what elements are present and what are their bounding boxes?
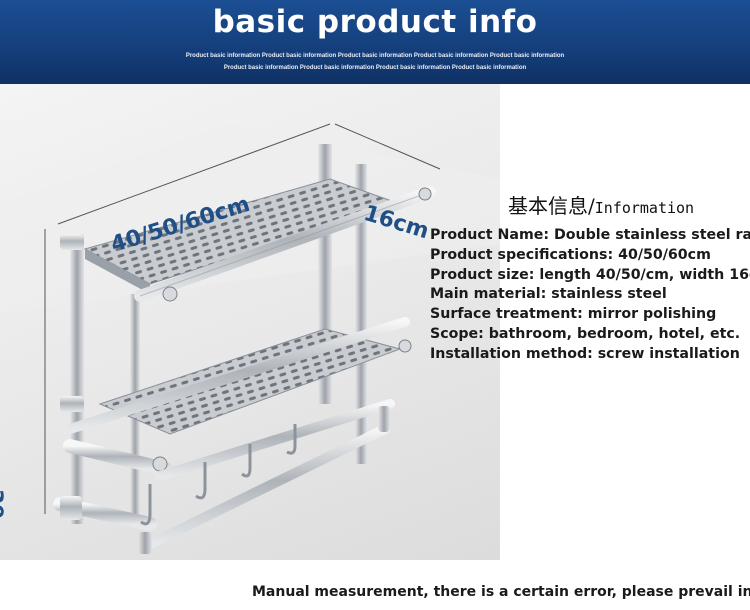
info-specifications: Product specifications: 40/50/60cm xyxy=(430,246,711,263)
banner-subtitle-line-1: Product basic information Product basic … xyxy=(185,53,565,59)
banner-subtitle-line-2: Product basic information Product basic … xyxy=(223,65,527,71)
info-product-name: Product Name: Double stainless steel rac… xyxy=(430,227,750,243)
info-heading: 基本信息/Information xyxy=(508,190,694,219)
info-installation-method: Installation method: screw installation xyxy=(430,345,740,362)
shelf-illustration xyxy=(0,123,500,554)
info-product-size: Product size: length 40/50/cm, width 16c… xyxy=(430,266,750,283)
product-info-list: Product Name: Double stainless steel rac… xyxy=(430,226,750,365)
info-surface-treatment: Surface treatment: mirror polishing xyxy=(430,306,717,323)
header-banner: basic product info Product basic informa… xyxy=(0,0,750,84)
product-photo: 40/50/60cm 16cm 39cm xyxy=(0,84,500,560)
info-heading-en: Information xyxy=(594,199,695,217)
banner-title: basic product info xyxy=(212,4,538,40)
info-heading-cn: 基本信息/ xyxy=(508,194,595,218)
measurement-disclaimer: Manual measurement, there is a certain e… xyxy=(252,584,750,600)
height-dimension-label: 39cm xyxy=(0,489,6,556)
info-main-material: Main material: stainless steel xyxy=(430,286,667,303)
info-scope: Scope: bathroom, bedroom, hotel, etc. xyxy=(430,325,741,342)
